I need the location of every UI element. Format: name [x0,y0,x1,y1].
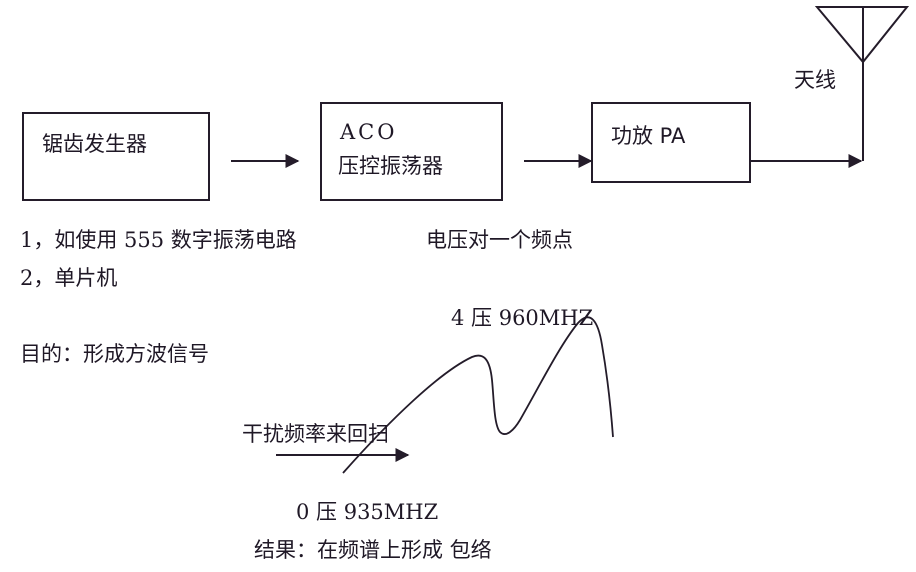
vco-label: 压控振荡器 [338,154,443,178]
frequency-sweep-waveform [342,316,614,474]
top-frequency-label: 4 压 960MHZ [451,306,594,330]
bottom-frequency-label: 0 压 935MHZ [296,500,439,524]
vco-block: ACO 压控振荡器 [320,102,503,201]
vco-acronym-label: ACO [340,120,398,144]
antenna-label: 天线 [794,68,836,92]
sweep-label: 干扰频率来回扫 [242,422,389,446]
note-item-1: 1，如使用 555 数字振荡电路 [20,228,297,252]
note-item-2: 2，单片机 [20,266,118,290]
power-amp-label: 功放 PA [611,124,686,148]
antenna-icon [814,6,910,64]
power-amp-block: 功放 PA [591,102,751,183]
sawtooth-generator-label: 锯齿发生器 [42,132,147,156]
sawtooth-generator-block: 锯齿发生器 [22,112,210,201]
result-label: 结果：在频谱上形成 包络 [254,538,492,562]
purpose-note: 目的：形成方波信号 [20,342,209,366]
voltage-note: 电压对一个频点 [426,228,573,252]
